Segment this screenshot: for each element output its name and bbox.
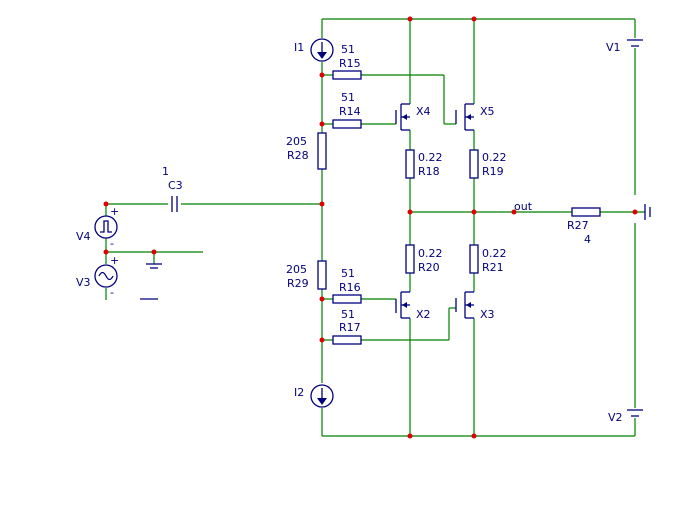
junction-dot — [471, 16, 477, 22]
label-I1: I1 — [294, 41, 304, 54]
label-V3: V3 — [76, 276, 91, 289]
junction-dot — [407, 16, 413, 22]
label-R15: R15 — [339, 57, 361, 70]
value-R14: 51 — [341, 91, 355, 104]
value-C3: 1 — [162, 165, 169, 178]
value-R15: 51 — [341, 43, 355, 56]
ground-symbol-output — [644, 204, 651, 220]
label-R21: R21 — [482, 261, 504, 274]
label-X4: X4 — [416, 105, 431, 118]
label-X2: X2 — [416, 308, 431, 321]
current-source-I2: I2 — [294, 384, 334, 408]
junction-dot — [319, 72, 325, 78]
resistor-R19: 0.22 R19 — [469, 149, 507, 179]
mosfet-X4: X4 — [395, 103, 431, 131]
junction-dot — [407, 433, 413, 439]
junction-dot — [319, 201, 325, 207]
battery-V1: V1 — [606, 39, 643, 54]
junction-dot — [151, 249, 157, 255]
resistor-R29: 205 R29 — [286, 260, 327, 290]
value-R21: 0.22 — [482, 247, 507, 260]
label-R27: R27 — [567, 219, 589, 232]
junction-dot — [319, 296, 325, 302]
net-label-out: out — [514, 200, 533, 213]
value-R28: 205 — [286, 135, 307, 148]
battery-V2: V2 — [608, 409, 643, 424]
value-R18: 0.22 — [418, 151, 443, 164]
resistor-R27: R27 4 — [567, 207, 601, 246]
label-R29: R29 — [287, 277, 309, 290]
resistor-R21: 0.22 R21 — [469, 244, 507, 274]
value-R16: 51 — [341, 267, 355, 280]
junction-dot — [632, 209, 638, 215]
resistor-R15: 51 R15 — [332, 43, 362, 80]
value-R29: 205 — [286, 263, 307, 276]
label-V1: V1 — [606, 41, 621, 54]
junction-dot — [319, 337, 325, 343]
value-R19: 0.22 — [482, 151, 507, 164]
label-R19: R19 — [482, 165, 504, 178]
label-R16: R16 — [339, 281, 361, 294]
junction-dot — [511, 209, 517, 215]
resistor-R28: 205 R28 — [286, 132, 327, 170]
current-source-I1: I1 — [294, 38, 334, 62]
resistor-R17: 51 R17 — [332, 308, 362, 345]
label-I2: I2 — [294, 386, 304, 399]
value-R27: 4 — [584, 233, 591, 246]
ground-symbol-input — [146, 263, 162, 269]
V4-minus-sign: - — [110, 237, 114, 250]
junction-dot — [471, 433, 477, 439]
label-R18: R18 — [418, 165, 440, 178]
label-V4: V4 — [76, 230, 91, 243]
mosfet-X2: X2 — [395, 291, 431, 321]
label-R17: R17 — [339, 321, 361, 334]
resistor-R18: 0.22 R18 — [405, 149, 443, 179]
wires — [105, 18, 645, 437]
label-X3: X3 — [480, 308, 495, 321]
label-C3: C3 — [168, 179, 183, 192]
label-V2: V2 — [608, 411, 623, 424]
junctions — [103, 16, 638, 439]
junction-dot — [319, 121, 325, 127]
label-R14: R14 — [339, 105, 361, 118]
capacitor-C3: 1 C3 — [162, 165, 183, 212]
mosfet-X3: X3 — [455, 291, 495, 321]
resistor-R16: 51 R16 — [332, 267, 362, 304]
resistor-R14: 51 R14 — [332, 91, 362, 129]
junction-dot — [471, 209, 477, 215]
junction-dot — [103, 249, 109, 255]
pulse-source-V4: + - V4 — [76, 205, 119, 250]
label-R20: R20 — [418, 261, 440, 274]
label-X5: X5 — [480, 105, 495, 118]
label-R28: R28 — [287, 149, 309, 162]
junction-dot — [407, 209, 413, 215]
value-R17: 51 — [341, 308, 355, 321]
V3-plus-sign: + — [110, 254, 119, 267]
junction-dot — [103, 201, 109, 207]
resistor-R20: 0.22 R20 — [405, 244, 443, 274]
V4-plus-sign: + — [110, 205, 119, 218]
sine-source-V3: + - V3 — [76, 254, 119, 299]
mosfet-X5: X5 — [455, 103, 495, 131]
V3-minus-sign: - — [110, 286, 114, 299]
value-R20: 0.22 — [418, 247, 443, 260]
